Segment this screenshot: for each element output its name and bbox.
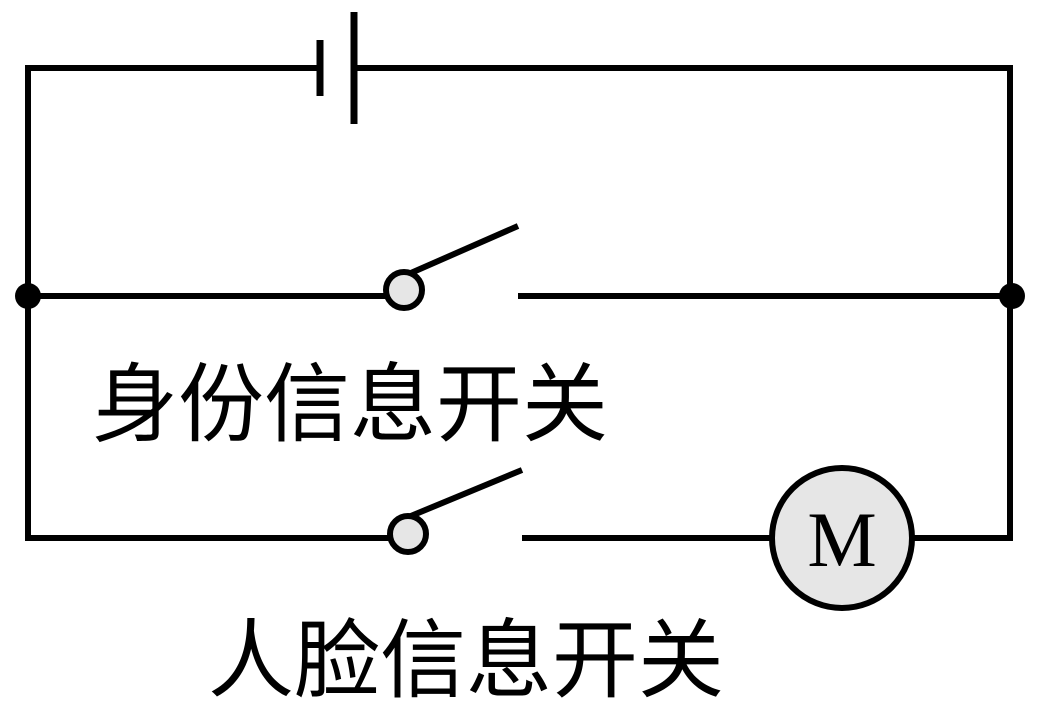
motor-icon: M (769, 465, 915, 611)
motor-circle (769, 465, 915, 611)
id-switch-label: 身份信息开关 (92, 355, 608, 455)
face-switch-contact-icon (387, 513, 429, 555)
motor-symbol: M (807, 496, 876, 583)
junction-dot-right (999, 283, 1025, 309)
face-switch-label: 人脸信息开关 (208, 611, 724, 711)
id-switch-lever (402, 223, 520, 279)
face-switch-lever (404, 467, 524, 521)
id-switch-contact-icon (383, 269, 425, 311)
junction-dot-left (15, 283, 41, 309)
battery-icon (316, 12, 358, 124)
